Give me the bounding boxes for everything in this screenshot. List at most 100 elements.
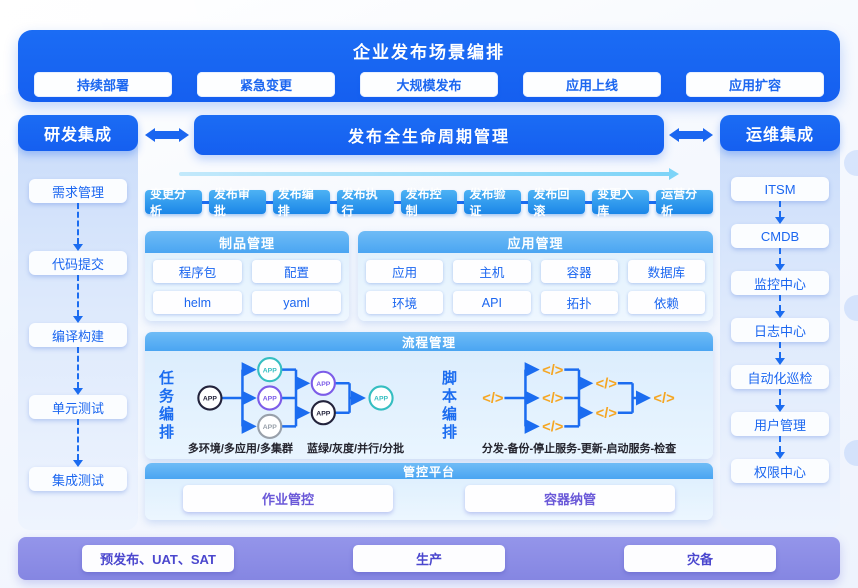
dashed-arrow-icon — [775, 201, 785, 224]
sidebar-item-code-commit[interactable]: 代码提交 — [29, 251, 127, 275]
sidebar-item-requirement-mgmt[interactable]: 需求管理 — [29, 179, 127, 203]
dashed-arrow-icon — [775, 342, 785, 365]
dash-connector — [265, 200, 273, 204]
decorative-circle — [844, 150, 858, 176]
app-item-environment[interactable]: 环境 — [366, 291, 444, 314]
script-node-icon: </> — [542, 363, 563, 379]
sidebar-item-permission-center[interactable]: 权限中心 — [731, 459, 829, 483]
pipeline-step-release-verification[interactable]: 发布验证 — [464, 187, 522, 218]
sidebar-item-unit-test[interactable]: 单元测试 — [29, 395, 127, 419]
script-orchestration-diagram: </> </> </> </> </> </> </> — [482, 362, 675, 436]
task-orchestration-label: 任务编排 — [157, 370, 174, 442]
pipeline-step-operation-analysis[interactable]: 运营分析 — [656, 187, 714, 218]
dashed-arrow-icon — [73, 275, 83, 323]
task-caption-environments: 多环境/多应用/多集群 — [187, 443, 293, 455]
scenario-button-app-scale[interactable]: 应用扩容 — [686, 72, 824, 97]
svg-text:APP: APP — [374, 396, 388, 403]
control-panel-header: 管控平台 — [145, 463, 713, 479]
lifecycle-banner-row: 发布全生命周期管理 — [145, 115, 713, 155]
pipeline-step-release-execution[interactable]: 发布执行 — [336, 187, 394, 218]
svg-text:APP: APP — [263, 396, 277, 403]
dashed-arrow-icon — [73, 347, 83, 395]
task-orchestration-section: 任务编排 — [155, 357, 412, 455]
dev-integration-header: 研发集成 — [18, 115, 138, 151]
ops-integration-column: 运维集成 ITSM CMDB 监控中心 日志中心 自动化巡检 用户管理 权限中心 — [720, 115, 840, 530]
app-node-merge2 — [310, 400, 336, 426]
bidirectional-arrow-icon — [669, 128, 713, 142]
app-item-host[interactable]: 主机 — [453, 260, 531, 283]
center-column: 发布全生命周期管理 变更分析 发布审批 发布编排 发布执行 发布控制 发布验证 … — [145, 115, 714, 520]
sidebar-item-itsm[interactable]: ITSM — [731, 177, 829, 201]
decorative-circle — [844, 295, 858, 321]
pipeline-step-row: 变更分析 发布审批 发布编排 发布执行 发布控制 发布验证 发布回滚 变更入库 … — [145, 187, 714, 218]
process-panel-header: 流程管理 — [145, 332, 713, 351]
task-orchestration-diagram: APP APP APP APP APP APP APP — [197, 357, 394, 439]
environment-bar: 预发布、UAT、SAT 生产 灾备 — [18, 537, 840, 580]
dashed-arrow-icon — [73, 419, 83, 467]
sidebar-item-integration-test[interactable]: 集成测试 — [29, 467, 127, 491]
app-node-merge1 — [310, 370, 336, 396]
app-node-final — [368, 385, 394, 411]
dash-connector — [457, 200, 465, 204]
sidebar-item-monitor-center[interactable]: 监控中心 — [731, 271, 829, 295]
app-item-container[interactable]: 容器 — [540, 260, 618, 283]
artifact-panel-header: 制品管理 — [145, 231, 349, 253]
svg-text:APP: APP — [316, 381, 330, 388]
sidebar-item-log-center[interactable]: 日志中心 — [731, 318, 829, 342]
svg-text:APP: APP — [203, 396, 217, 403]
lifecycle-banner: 发布全生命周期管理 — [194, 115, 664, 155]
pipeline-step-change-analysis[interactable]: 变更分析 — [145, 187, 202, 218]
app-panel-header: 应用管理 — [358, 231, 713, 253]
script-node-icon: </> — [596, 406, 617, 422]
script-orchestration-section: 脚本编排 — [438, 357, 695, 455]
bidirectional-arrow-icon — [145, 128, 189, 142]
pipeline-step-release-rollback[interactable]: 发布回滚 — [528, 187, 586, 218]
pipeline-step-change-archive[interactable]: 变更入库 — [592, 187, 650, 218]
app-node-env1 — [257, 357, 283, 383]
control-item-container-mgmt[interactable]: 容器纳管 — [465, 485, 675, 512]
task-caption-strategies: 蓝绿/灰度/并行/分批 — [306, 443, 405, 455]
artifact-item-yaml[interactable]: yaml — [252, 291, 341, 314]
app-item-topology[interactable]: 拓扑 — [540, 291, 618, 314]
env-button-disaster-recovery[interactable]: 灾备 — [624, 545, 776, 572]
sidebar-item-cmdb[interactable]: CMDB — [731, 224, 829, 248]
management-panel-row: 制品管理 程序包 配置 helm yaml 应用管理 应用 主机 容器 数据库 … — [145, 231, 713, 321]
app-item-api[interactable]: API — [453, 291, 531, 314]
scenario-button-app-launch[interactable]: 应用上线 — [523, 72, 661, 97]
artifact-item-package[interactable]: 程序包 — [153, 260, 242, 283]
app-mgmt-panel: 应用管理 应用 主机 容器 数据库 环境 API 拓扑 依赖 — [358, 231, 713, 321]
dashed-arrow-icon — [775, 295, 785, 318]
control-platform-panel: 管控平台 作业管控 容器纳管 — [145, 463, 713, 520]
scenario-button-large-scale-release[interactable]: 大规模发布 — [360, 72, 498, 97]
dash-connector — [393, 200, 401, 204]
scenario-button-row: 持续部署 紧急变更 大规模发布 应用上线 应用扩容 — [34, 72, 824, 97]
pipeline-step-release-orchestration[interactable]: 发布编排 — [272, 187, 330, 218]
app-item-database[interactable]: 数据库 — [627, 260, 705, 283]
script-orchestration-label: 脚本编排 — [440, 370, 457, 442]
svg-text:APP: APP — [263, 424, 277, 431]
scenario-title: 企业发布场景编排 — [353, 43, 505, 62]
env-button-staging-uat-sat[interactable]: 预发布、UAT、SAT — [82, 545, 234, 572]
sidebar-item-user-mgmt[interactable]: 用户管理 — [731, 412, 829, 436]
script-node-icon: </> — [482, 391, 503, 407]
app-item-application[interactable]: 应用 — [366, 260, 444, 283]
artifact-item-helm[interactable]: helm — [153, 291, 242, 314]
scenario-button-continuous-deploy[interactable]: 持续部署 — [34, 72, 172, 97]
sidebar-item-build[interactable]: 编译构建 — [29, 323, 127, 347]
flow-direction-arrow-icon — [179, 168, 679, 180]
dash-connector — [329, 200, 337, 204]
scenario-button-emergency-change[interactable]: 紧急变更 — [197, 72, 335, 97]
sidebar-item-auto-inspection[interactable]: 自动化巡检 — [731, 365, 829, 389]
pipeline-step-release-approval[interactable]: 发布审批 — [208, 187, 266, 218]
script-caption-steps: 分发-备份-停止服务-更新-启动服务-检查 — [481, 443, 677, 455]
app-item-dependency[interactable]: 依赖 — [627, 291, 705, 314]
scenario-banner: 企业发布场景编排 持续部署 紧急变更 大规模发布 应用上线 应用扩容 — [18, 30, 840, 102]
env-button-production[interactable]: 生产 — [353, 545, 505, 572]
pipeline-step-release-control[interactable]: 发布控制 — [400, 187, 458, 218]
script-node-icon: </> — [596, 377, 617, 393]
control-item-job-control[interactable]: 作业管控 — [183, 485, 393, 512]
ops-integration-header: 运维集成 — [720, 115, 840, 151]
artifact-item-config[interactable]: 配置 — [252, 260, 341, 283]
script-node-icon: </> — [542, 391, 563, 407]
